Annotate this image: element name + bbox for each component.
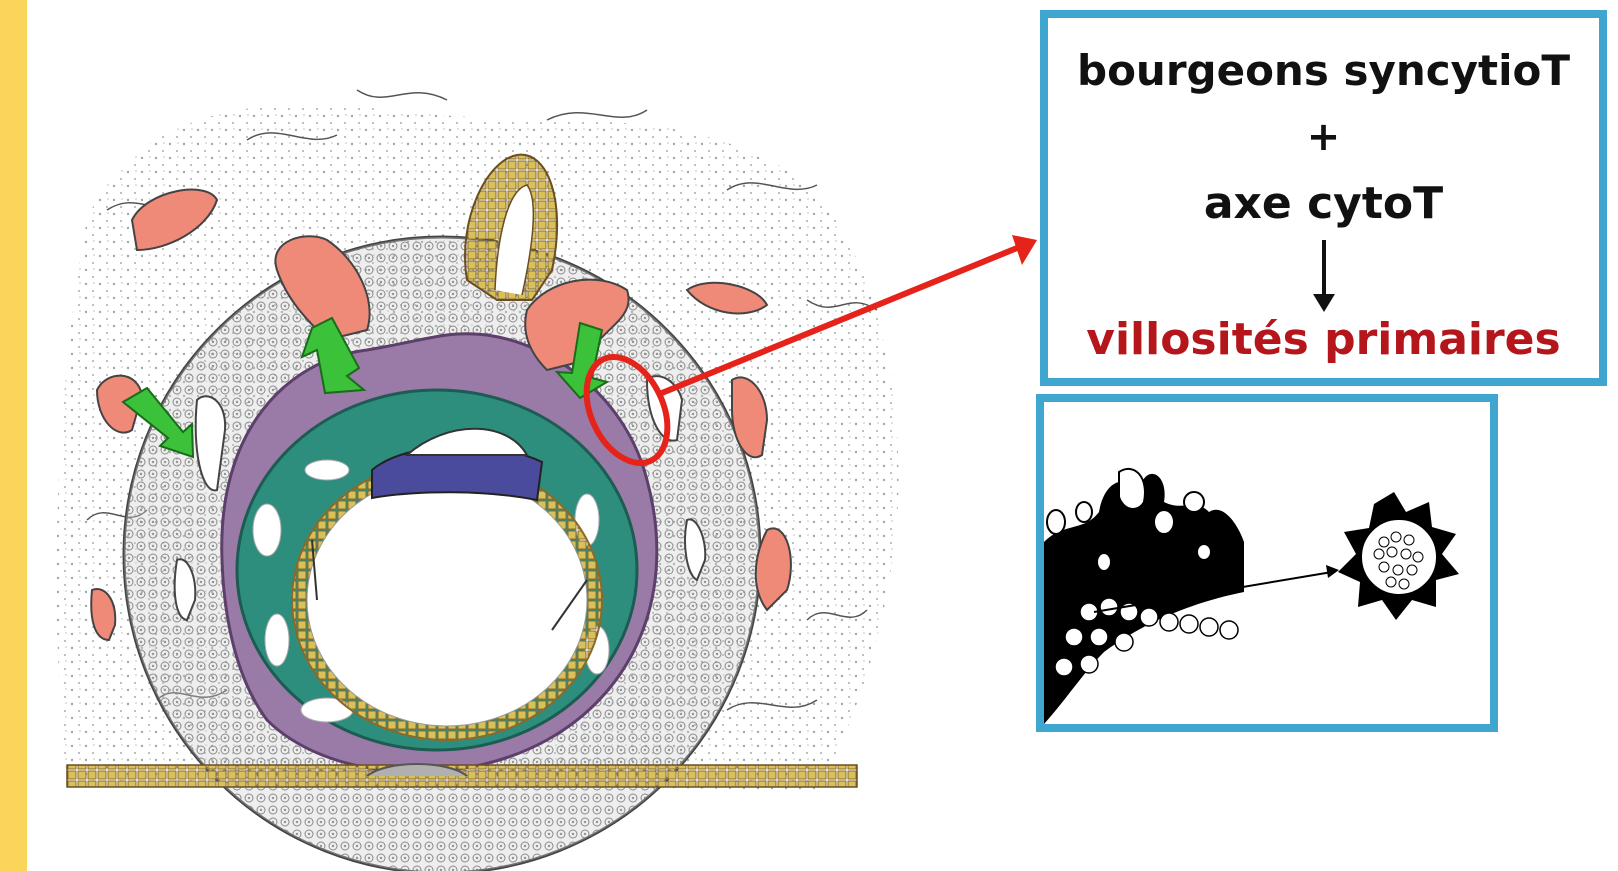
down-arrow-icon (1322, 240, 1326, 298)
trophoblast-mass (1044, 474, 1244, 724)
term-cyto-axis: axe cytoT (1048, 178, 1599, 229)
term-syncytio-buds: bourgeons syncytioT (1048, 46, 1599, 95)
plus-sign: + (1048, 114, 1599, 160)
cyto-cells (1055, 598, 1238, 676)
villus-section-box (1036, 394, 1498, 732)
left-yellow-border (0, 0, 27, 871)
primary-yolk-sac (307, 474, 587, 726)
result-primary-villi: villosités primaires (1048, 314, 1599, 365)
villus-section-drawing (1044, 402, 1490, 724)
definition-box: bourgeons syncytioT + axe cytoT villosit… (1040, 10, 1607, 386)
